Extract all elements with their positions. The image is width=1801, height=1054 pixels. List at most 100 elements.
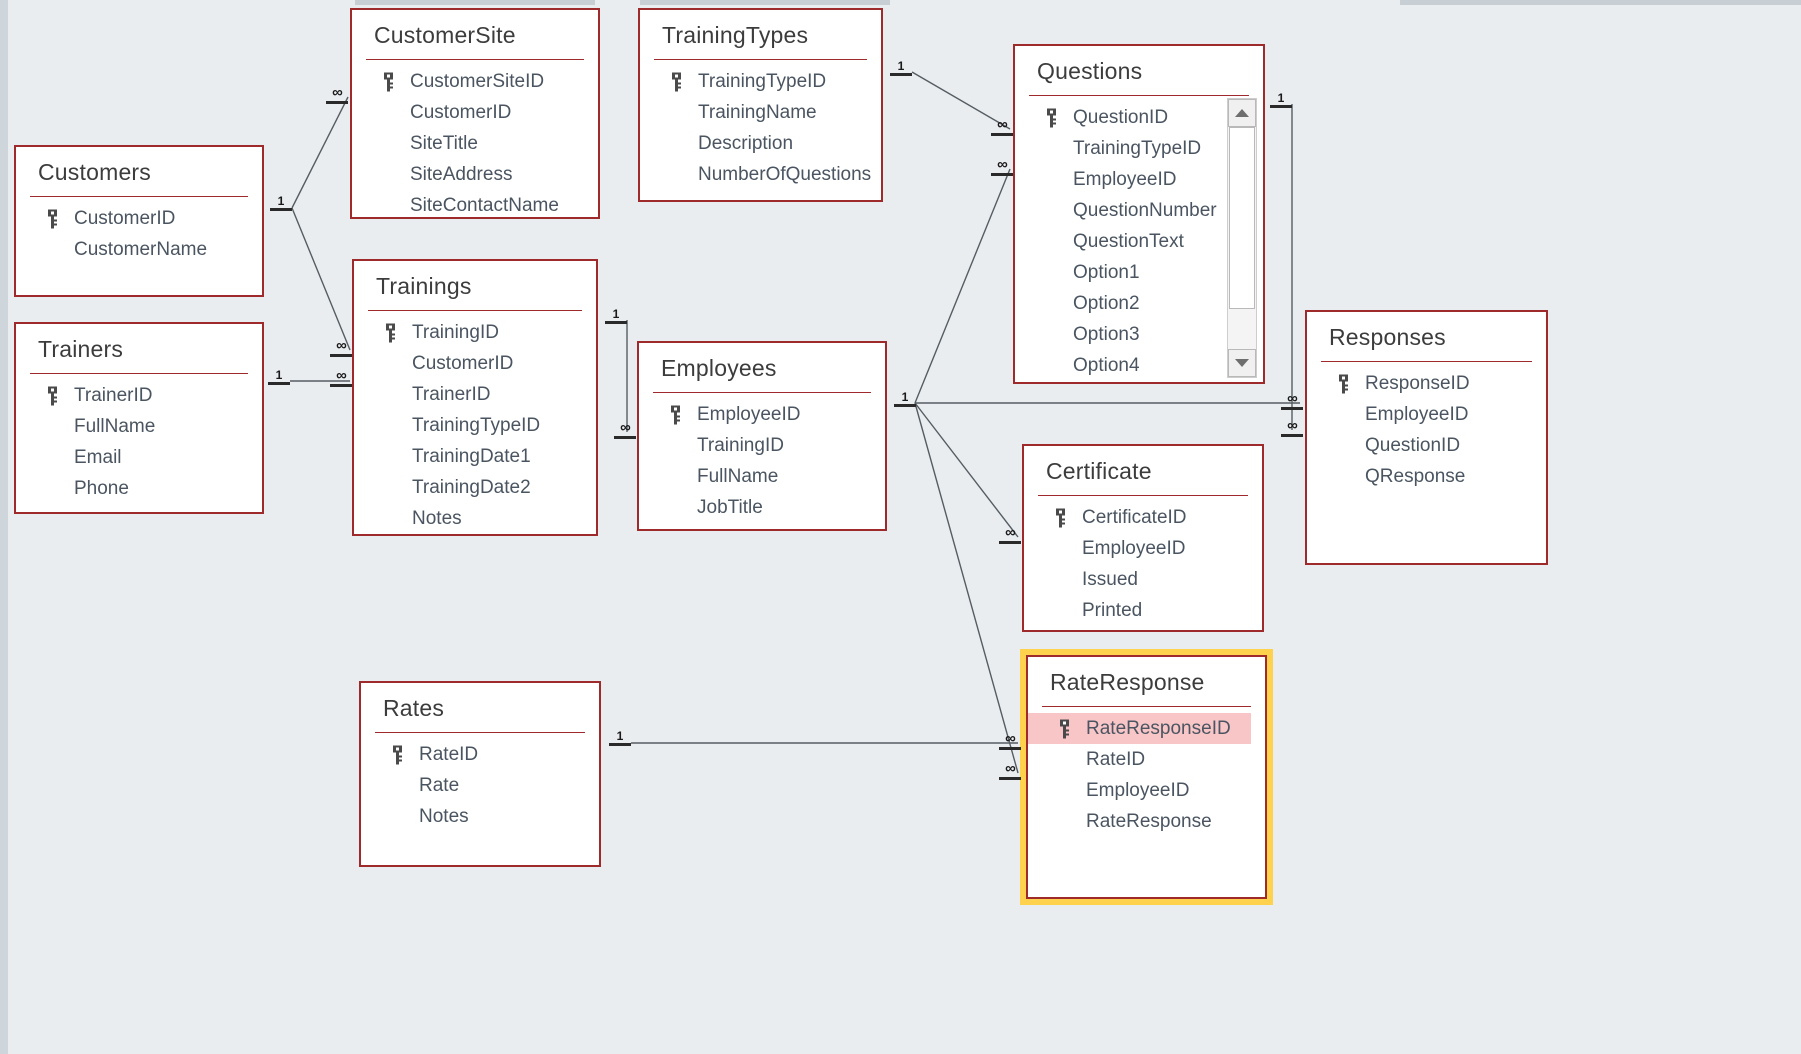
- field-row[interactable]: EmployeeID: [1307, 399, 1546, 430]
- field-row[interactable]: RateResponse: [1028, 806, 1265, 837]
- field-row-primary-key[interactable]: TrainingTypeID: [640, 66, 881, 97]
- cardinality-many: ∞: [614, 420, 636, 439]
- field-row[interactable]: Printed: [1024, 595, 1262, 626]
- cardinality-symbol: ∞: [1005, 730, 1016, 747]
- field-row[interactable]: Rate: [361, 770, 599, 801]
- line-trainingtypes-questions: [911, 71, 1011, 130]
- cardinality-bar: [330, 354, 352, 357]
- field-label: Option2: [1073, 293, 1140, 314]
- field-row[interactable]: TrainingID: [639, 430, 885, 461]
- questions-vertical-scrollbar[interactable]: [1227, 98, 1257, 378]
- field-row[interactable]: TrainingName: [640, 97, 881, 128]
- cardinality-many: ∞: [999, 731, 1021, 750]
- field-label: TrainingDate1: [412, 446, 531, 467]
- field-row[interactable]: FullName: [16, 411, 262, 442]
- primary-key-icon: [48, 209, 57, 228]
- field-row[interactable]: RateID: [1028, 744, 1265, 775]
- field-list: ResponseID EmployeeID QuestionID QResponse: [1307, 362, 1546, 492]
- field-row[interactable]: QuestionText: [1015, 226, 1263, 257]
- table-title: Trainings: [376, 273, 472, 299]
- field-label: ResponseID: [1365, 373, 1470, 394]
- field-row[interactable]: QuestionID: [1307, 430, 1546, 461]
- field-row-primary-key[interactable]: TrainingID: [354, 317, 596, 348]
- field-row[interactable]: EmployeeID: [1024, 533, 1262, 564]
- field-label: RateResponseID: [1086, 718, 1231, 739]
- table-title: TrainingTypes: [662, 22, 809, 48]
- field-row[interactable]: TrainingTypeID: [354, 410, 596, 441]
- scroll-down-button[interactable]: [1228, 349, 1256, 377]
- field-row[interactable]: TrainerID: [354, 379, 596, 410]
- field-row[interactable]: Email: [16, 442, 262, 473]
- field-row[interactable]: Issued: [1024, 564, 1262, 595]
- field-row[interactable]: QuestionNumber: [1015, 195, 1263, 226]
- cardinality-many: ∞: [1281, 418, 1303, 437]
- scrollbar-track[interactable]: [1228, 127, 1256, 349]
- field-row[interactable]: Description: [640, 128, 881, 159]
- field-row-primary-key[interactable]: RateResponseID: [1028, 713, 1251, 744]
- cardinality-bar: [330, 384, 352, 387]
- field-row[interactable]: Option3: [1015, 319, 1263, 350]
- field-row[interactable]: CustomerID: [352, 97, 598, 128]
- field-label: CustomerName: [74, 239, 208, 260]
- field-row[interactable]: SiteAddress: [352, 159, 598, 190]
- field-row[interactable]: SiteContactName: [352, 190, 598, 221]
- field-row-primary-key[interactable]: QuestionID: [1015, 102, 1263, 133]
- cardinality-many: ∞: [999, 525, 1021, 544]
- field-row-primary-key[interactable]: CertificateID: [1024, 502, 1262, 533]
- field-row[interactable]: EmployeeID: [1028, 775, 1265, 806]
- field-row[interactable]: Notes: [354, 503, 596, 534]
- field-row[interactable]: Option2: [1015, 288, 1263, 319]
- field-label: QuestionID: [1365, 435, 1461, 456]
- field-label: RateID: [1086, 749, 1146, 770]
- table-title-divider: [368, 310, 582, 311]
- scroll-up-button[interactable]: [1228, 99, 1256, 127]
- field-row-primary-key[interactable]: ResponseID: [1307, 368, 1546, 399]
- field-label: Option4: [1073, 355, 1140, 376]
- field-row[interactable]: NumberOfQuestions: [640, 159, 881, 190]
- table-title: RateResponse: [1050, 669, 1205, 695]
- field-row[interactable]: TrainingDate2: [354, 472, 596, 503]
- field-row-primary-key[interactable]: EmployeeID: [639, 399, 885, 430]
- field-label: SiteTitle: [410, 133, 478, 154]
- field-row-primary-key[interactable]: CustomerSiteID: [352, 66, 598, 97]
- field-row[interactable]: Phone: [16, 473, 262, 504]
- field-row[interactable]: CustomerID: [354, 348, 596, 379]
- table-title-divider: [1038, 495, 1248, 496]
- field-list: CustomerID CustomerName: [16, 197, 262, 265]
- field-row[interactable]: EmployeeID: [1015, 164, 1263, 195]
- field-row[interactable]: JobTitle: [639, 492, 885, 523]
- field-row[interactable]: TrainingTypeID: [1015, 133, 1263, 164]
- scrollbar-thumb[interactable]: [1229, 127, 1255, 310]
- field-row[interactable]: Option4: [1015, 350, 1263, 381]
- line-employees-certificate: [914, 402, 1019, 538]
- field-row-primary-key[interactable]: CustomerID: [16, 203, 262, 234]
- field-row[interactable]: Option1: [1015, 257, 1263, 288]
- cardinality-bar: [1281, 434, 1303, 437]
- field-row[interactable]: Notes: [361, 801, 599, 832]
- field-row[interactable]: FullName: [639, 461, 885, 492]
- cardinality-symbol: 1: [616, 729, 624, 743]
- field-row[interactable]: SiteTitle: [352, 128, 598, 159]
- field-row[interactable]: QResponse: [1307, 461, 1546, 492]
- cardinality-one: 1: [890, 60, 912, 76]
- field-row-primary-key[interactable]: RateID: [361, 739, 599, 770]
- field-row-primary-key[interactable]: TrainerID: [16, 380, 262, 411]
- field-row[interactable]: CustomerName: [16, 234, 262, 265]
- field-row[interactable]: TrainingDate1: [354, 441, 596, 472]
